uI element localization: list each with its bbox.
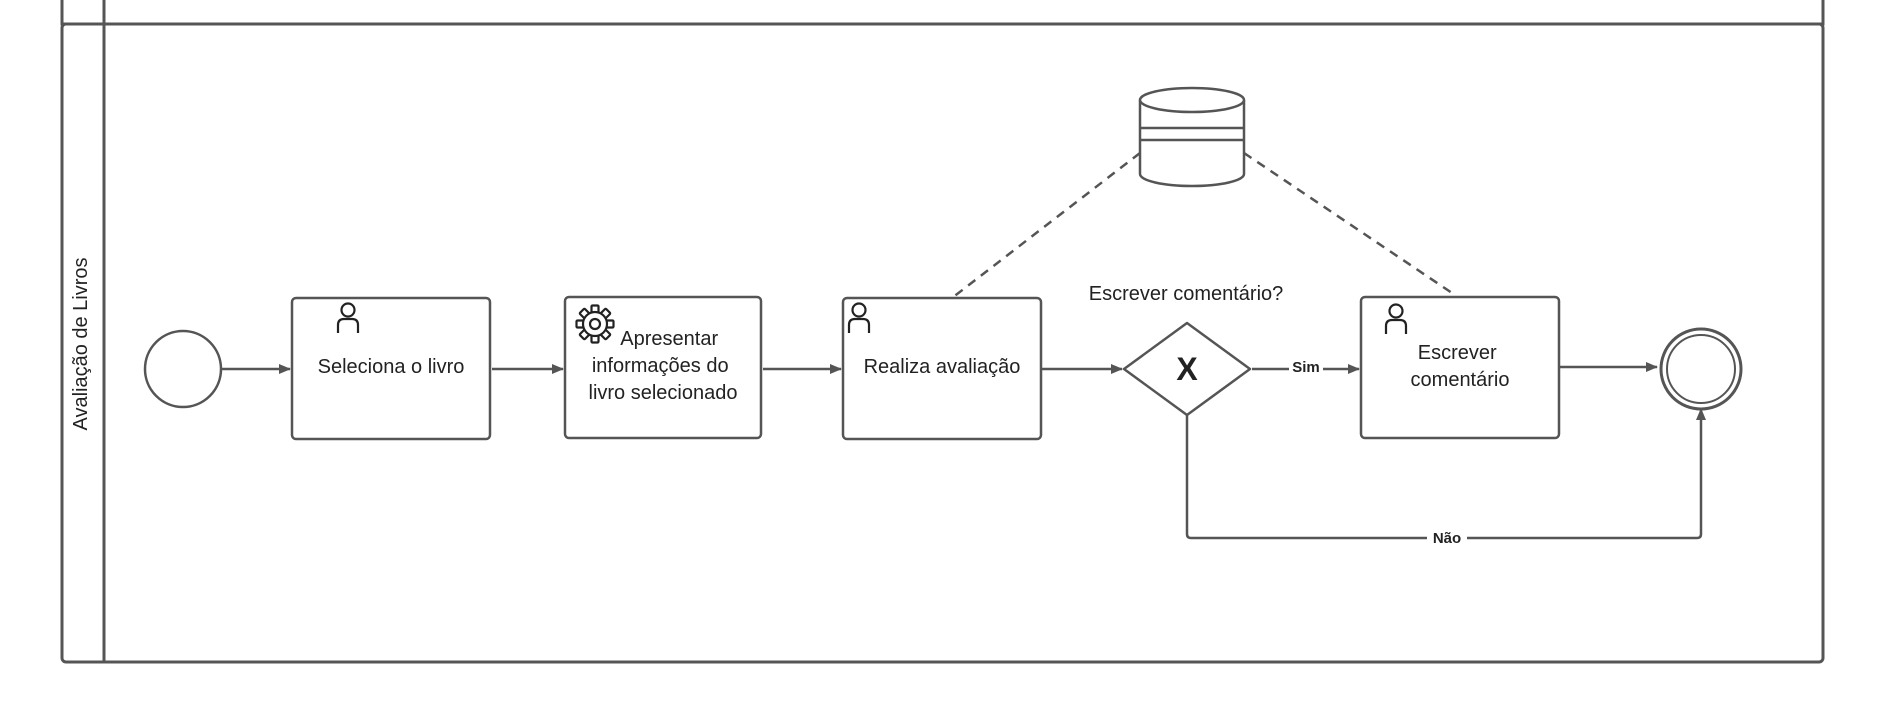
pool bbox=[60, 0, 1825, 664]
lane-label: Avaliação de Livros bbox=[70, 257, 92, 430]
task-apresentar-informacoes[interactable]: Apresentar informações do livro selecion… bbox=[563, 295, 763, 440]
pool-frame bbox=[60, 22, 1825, 664]
task-label: Escrever comentário bbox=[1411, 342, 1510, 391]
task-label: Apresentar informações do livro selecion… bbox=[589, 328, 738, 404]
task-escrever-comentario[interactable]: Escrever comentário bbox=[1359, 295, 1561, 440]
gear-icon bbox=[575, 304, 615, 344]
end-event[interactable] bbox=[1659, 327, 1743, 411]
flow-label-sim: Sim bbox=[1292, 359, 1320, 376]
start-event[interactable] bbox=[143, 329, 223, 409]
task-label: Realiza avaliação bbox=[864, 356, 1021, 378]
gateway-label: Escrever comentário? bbox=[1089, 283, 1284, 305]
data-associations bbox=[951, 151, 1456, 299]
task-seleciona-livro[interactable]: Seleciona o livro bbox=[290, 296, 492, 441]
database-icon bbox=[1138, 86, 1246, 188]
data-association-t3 bbox=[951, 152, 1141, 299]
task-realiza-avaliacao[interactable]: Realiza avaliação bbox=[841, 296, 1043, 441]
exclusive-gateway[interactable]: X bbox=[1122, 321, 1252, 417]
data-association-t4 bbox=[1243, 151, 1456, 297]
gateway-x-marker: X bbox=[1176, 351, 1198, 387]
user-icon bbox=[847, 302, 871, 333]
flow-label-nao: Não bbox=[1433, 530, 1461, 547]
user-icon bbox=[1384, 303, 1408, 334]
pool-top-border bbox=[60, 0, 1825, 26]
data-store[interactable] bbox=[1138, 86, 1246, 188]
user-icon bbox=[336, 302, 360, 333]
task-label: Seleciona o livro bbox=[318, 356, 465, 378]
